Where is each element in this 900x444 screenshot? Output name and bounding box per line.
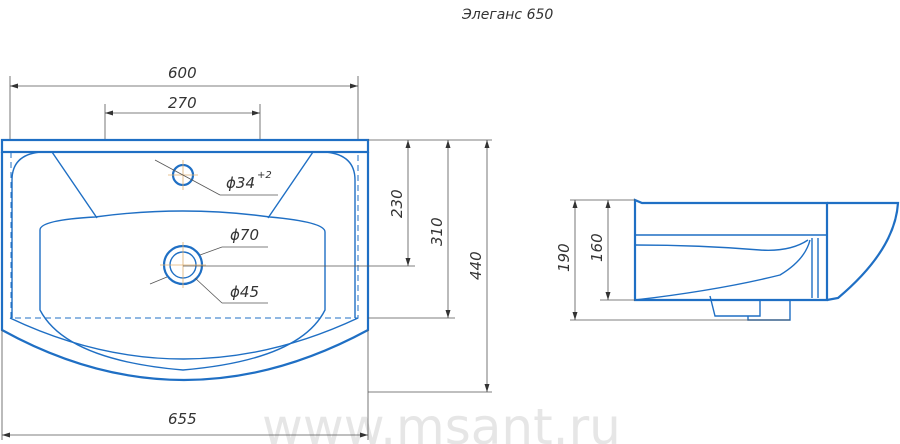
tap-hole-tolerance: +2 xyxy=(257,170,272,181)
watermark: www.msant.ru xyxy=(262,398,621,444)
drain-outer-label: ϕ70 xyxy=(230,226,259,244)
top-view-basin xyxy=(0,138,370,381)
dim-310-label: 310 xyxy=(428,217,446,246)
dimension-270: 270 xyxy=(104,94,261,140)
dim-270-label: 270 xyxy=(168,94,197,112)
dim-655-label: 655 xyxy=(168,410,197,428)
drain-callouts: ϕ70 ϕ45 xyxy=(149,226,268,304)
dimension-depths: 230 310 440 xyxy=(183,139,492,393)
dim-230-label: 230 xyxy=(388,189,406,218)
tap-hole-callout: ϕ34 +2 xyxy=(154,159,278,196)
side-dimensions: 190 160 xyxy=(555,199,790,321)
dim-190-label: 190 xyxy=(555,243,573,272)
dim-160-label: 160 xyxy=(588,233,606,262)
drain-inner-label: ϕ45 xyxy=(230,283,259,301)
drawing-title: Элеганс 650 xyxy=(461,7,553,23)
side-view-basin xyxy=(633,198,900,321)
dimension-655: 655 xyxy=(1,330,369,440)
tap-hole-label: ϕ34 xyxy=(226,174,255,192)
dim-600-label: 600 xyxy=(168,64,197,82)
dim-440-label: 440 xyxy=(467,251,485,280)
dimension-600: 600 xyxy=(9,64,359,140)
